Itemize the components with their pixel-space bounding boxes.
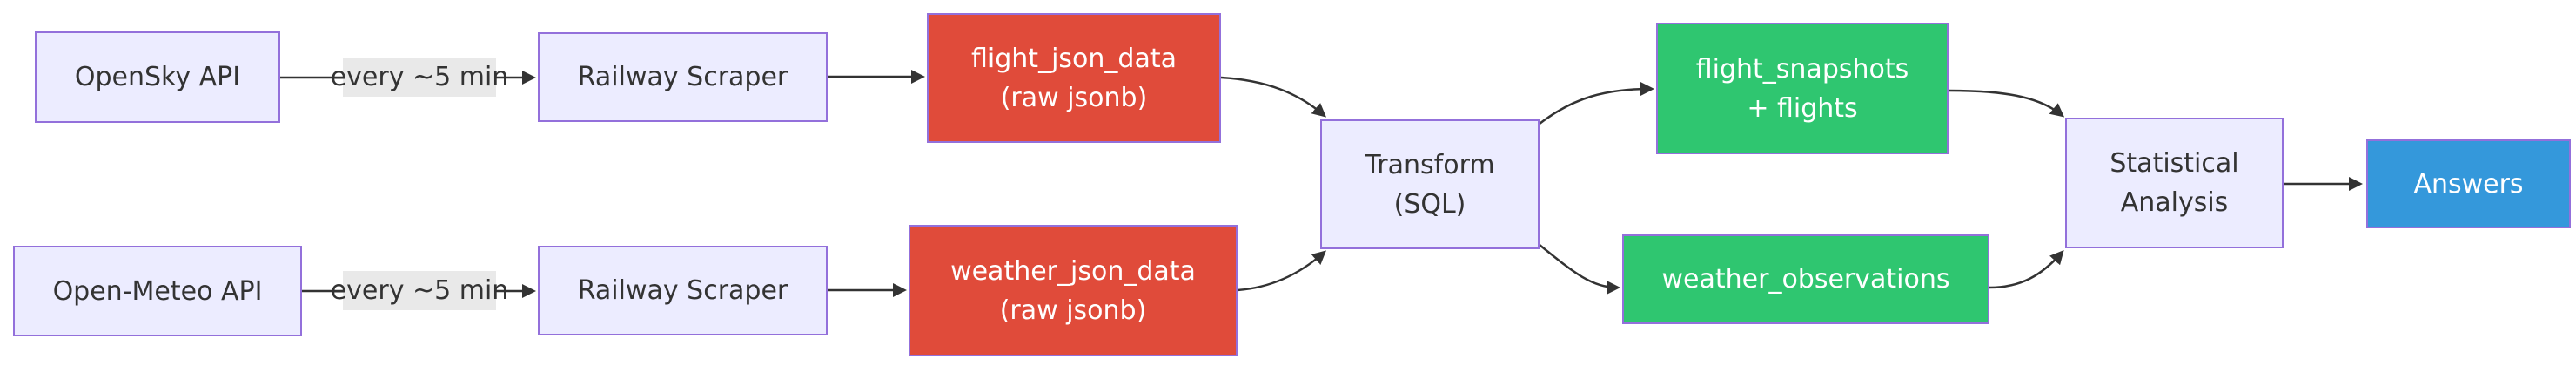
node-label-line1: flight_json_data — [971, 43, 1177, 74]
node-label-line2: (raw jsonb) — [999, 295, 1147, 326]
node-label: Railway Scraper — [577, 62, 788, 92]
node-label-line2: + flights — [1747, 92, 1858, 124]
node-label-line2: (raw jsonb) — [1000, 82, 1148, 113]
node-label-line2: Analysis — [2120, 187, 2229, 218]
edge-flight-snapshots-to-analysis — [1948, 89, 2065, 118]
node-flight-json-data: flight_json_data (raw jsonb) — [927, 13, 1221, 143]
edge-transform-to-flight-snapshots — [1539, 82, 1654, 125]
node-label: Railway Scraper — [577, 275, 788, 306]
edge-weather-json-to-transform — [1237, 250, 1326, 292]
node-label-line1: Transform — [1365, 149, 1495, 180]
node-label-line2: (SQL) — [1393, 188, 1466, 220]
node-label: OpenSky API — [74, 62, 241, 92]
node-flight-snapshots: flight_snapshots + flights — [1656, 23, 1949, 154]
edge-label-weather-interval: every ~5 min — [331, 271, 508, 310]
node-label: weather_observations — [1661, 264, 1950, 295]
node-railway-scraper-weather: Railway Scraper — [538, 246, 828, 336]
edge-label-text: every ~5 min — [330, 275, 509, 306]
node-label: Answers — [2413, 168, 2524, 200]
node-openmeteo-api: Open-Meteo API — [13, 246, 302, 336]
node-opensky-api: OpenSky API — [35, 31, 280, 123]
node-label-line1: flight_snapshots — [1695, 53, 1909, 85]
edge-label-flights-interval: every ~5 min — [331, 58, 508, 97]
edge-label-text: every ~5 min — [330, 62, 509, 92]
node-weather-json-data: weather_json_data (raw jsonb) — [909, 225, 1238, 356]
node-label: Open-Meteo API — [52, 275, 263, 307]
node-weather-observations: weather_observations — [1622, 234, 1989, 324]
node-statistical-analysis: Statistical Analysis — [2065, 118, 2284, 248]
node-answers: Answers — [2366, 139, 2571, 228]
edge-transform-to-weather-observations — [1539, 244, 1620, 295]
node-label-line1: weather_json_data — [950, 255, 1196, 287]
edge-flight-json-to-transform — [1220, 76, 1327, 118]
node-label-line1: Statistical — [2110, 148, 2239, 179]
edge-weather-observations-to-analysis — [1989, 250, 2064, 289]
node-railway-scraper-flights: Railway Scraper — [538, 32, 828, 122]
node-transform-sql: Transform (SQL) — [1320, 119, 1540, 249]
